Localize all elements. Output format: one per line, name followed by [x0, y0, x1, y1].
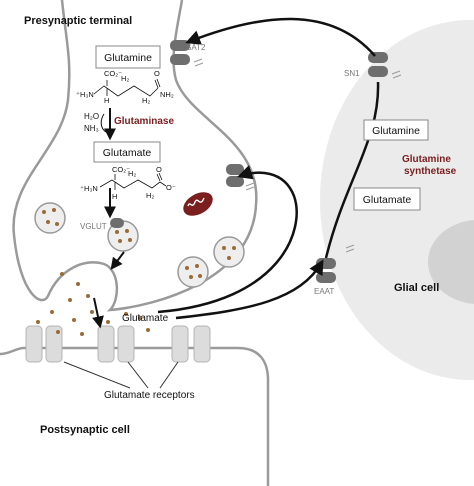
svg-text:H₂: H₂	[146, 191, 154, 200]
receptor	[25, 325, 43, 363]
arrow-cleft-to-mito	[157, 165, 298, 314]
arrow-release	[92, 297, 104, 329]
svg-text:O: O	[154, 69, 160, 78]
glutamate-receptors	[25, 325, 211, 363]
svg-text:⁺H₃N: ⁺H₃N	[80, 184, 98, 193]
svg-text:H₂: H₂	[142, 96, 150, 105]
arrow-glial-to-presynaptic	[185, 17, 376, 57]
glutamine-synthetase-label-2: synthetase	[404, 166, 457, 177]
glial-nucleus	[428, 220, 474, 304]
svg-text:⁺H₃N: ⁺H₃N	[76, 90, 94, 99]
receptor	[171, 325, 189, 363]
glutamate-cleft-text: Glutamate	[122, 313, 169, 324]
glutamate-molecules	[36, 208, 236, 336]
presynaptic-membrane	[12, 0, 258, 312]
postsynaptic-cell-label: Postsynaptic cell	[40, 424, 130, 436]
svg-text:O: O	[156, 165, 162, 174]
glutamine-glial-text: Glutamine	[372, 125, 420, 137]
svg-text:H: H	[104, 96, 109, 105]
glutaminase-reaction-curve	[100, 113, 107, 133]
glutamate-structure: CO₂⁻ ⁺H₃N H H₂ H₂ O O⁻	[80, 165, 176, 201]
svg-text:NH₂: NH₂	[160, 90, 174, 99]
vesicle	[177, 256, 209, 288]
glutamate-receptors-text: Glutamate receptors	[104, 390, 195, 401]
svg-text:CO₂⁻: CO₂⁻	[112, 165, 130, 174]
transporter-marks	[193, 58, 402, 253]
glutamine-box-glial	[363, 119, 429, 141]
vesicle	[34, 202, 66, 234]
svg-text:O⁻: O⁻	[166, 183, 176, 192]
glutamate-glial-text: Glutamate	[363, 194, 412, 206]
arrow-eaat-to-sn1	[324, 81, 380, 259]
glutamate-box-presynaptic	[93, 141, 161, 163]
arrow-cleft-to-glial	[175, 259, 324, 320]
glutamine-synthetase-label-1: Glutamine	[402, 154, 451, 165]
sat2-label: SAT2	[186, 43, 206, 52]
postsynaptic-membrane	[0, 346, 270, 486]
receptor-label-lines	[63, 361, 179, 389]
receptor	[45, 325, 63, 363]
sn1-label: SN1	[344, 69, 360, 78]
glutamine-presynaptic-text: Glutamine	[104, 52, 152, 64]
nh3-label: NH₃	[84, 124, 99, 133]
glutamine-box-presynaptic	[95, 45, 161, 69]
glial-cell-label: Glial cell	[394, 282, 439, 294]
vglut-transporter	[110, 218, 124, 228]
h2o-label: H₂O	[84, 112, 99, 121]
glutamine-structure: CO₂⁻ ⁺H₃N H H₂ H₂ O NH₂	[76, 69, 174, 105]
receptor	[193, 325, 211, 363]
glutaminase-label: Glutaminase	[114, 116, 174, 127]
svg-text:H: H	[112, 192, 117, 201]
mitochondrion	[183, 192, 213, 216]
arrow-vesicle-down	[110, 251, 125, 270]
glutamate-presynaptic-text: Glutamate	[103, 147, 152, 159]
vglut-label: VGLUT	[80, 222, 107, 231]
sat2-transporter	[170, 40, 190, 65]
svg-text:H₂: H₂	[128, 169, 136, 178]
eaat-label: EAAT	[314, 287, 334, 296]
presynaptic-terminal-label: Presynaptic terminal	[24, 15, 132, 27]
receptor	[117, 325, 135, 363]
glutamate-box-glial	[353, 187, 421, 211]
receptor	[97, 325, 115, 363]
svg-text:H₂: H₂	[121, 74, 129, 83]
vesicle	[213, 236, 245, 268]
svg-text:CO₂⁻: CO₂⁻	[104, 69, 122, 78]
